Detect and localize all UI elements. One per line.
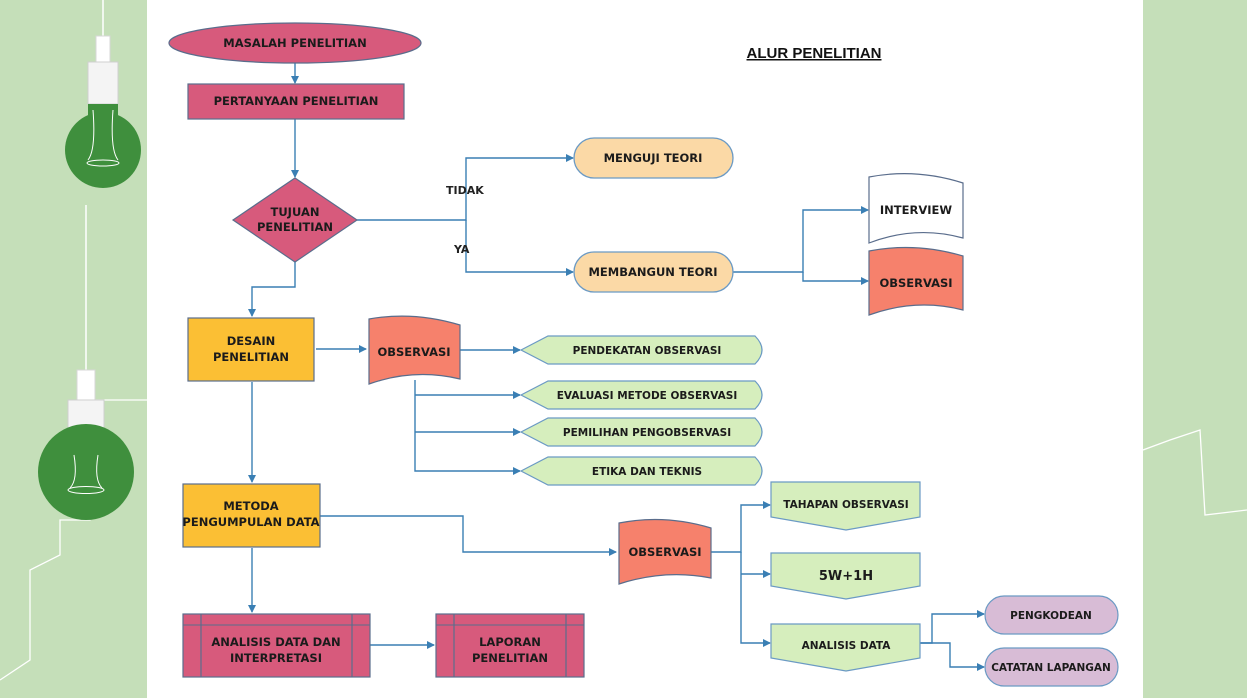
svg-text:PENELITIAN: PENELITIAN [472,651,548,665]
svg-text:INTERPRETASI: INTERPRETASI [230,651,322,665]
svg-text:PEMILIHAN PENGOBSERVASI: PEMILIHAN PENGOBSERVASI [563,427,731,439]
svg-text:LAPORAN: LAPORAN [479,635,541,649]
light-bulb-bottom-icon [38,369,134,520]
svg-text:TAHAPAN OBSERVASI: TAHAPAN OBSERVASI [783,499,908,511]
node-tahapan-observasi: TAHAPAN OBSERVASI [770,481,921,531]
node-analisis-data-dan-interpretasi: ANALISIS DATA DAN INTERPRETASI [182,613,371,678]
svg-text:TUJUAN: TUJUAN [271,205,320,219]
node-menguji-teori: MENGUJI TEORI [573,137,734,179]
edge-label-tidak: TIDAK [446,184,484,197]
node-tujuan-penelitian-decision: TUJUAN PENELITIAN [231,177,359,263]
node-observasi-top: OBSERVASI [868,246,964,316]
node-analisis-data: ANALISIS DATA [770,623,921,672]
svg-text:CATATAN LAPANGAN: CATATAN LAPANGAN [991,662,1111,674]
svg-text:PENELITIAN: PENELITIAN [213,350,289,364]
svg-text:MEMBANGUN TEORI: MEMBANGUN TEORI [588,265,717,279]
svg-text:ETIKA DAN TEKNIS: ETIKA DAN TEKNIS [592,466,702,478]
node-masalah-penelitian: MASALAH PENELITIAN [168,22,422,64]
node-metoda-pengumpulan-data: METODA PENGUMPULAN DATA [182,483,321,548]
node-pemilihan-pengobservasi: PEMILIHAN PENGOBSERVASI [519,417,763,447]
node-observasi-mid: OBSERVASI [368,315,461,385]
svg-text:OBSERVASI: OBSERVASI [377,345,450,359]
node-etika-dan-teknis: ETIKA DAN TEKNIS [519,456,763,486]
right-side-panel [1143,0,1247,698]
svg-text:PENDEKATAN OBSERVASI: PENDEKATAN OBSERVASI [573,345,722,357]
connectors [248,62,985,671]
node-laporan-penelitian: LAPORAN PENELITIAN [435,613,585,678]
svg-text:PENGKODEAN: PENGKODEAN [1010,610,1092,622]
svg-text:OBSERVASI: OBSERVASI [628,545,701,559]
node-pendekatan-observasi: PENDEKATAN OBSERVASI [519,335,763,365]
node-5w1h: 5W+1H [770,552,921,600]
svg-text:ANALISIS DATA DAN: ANALISIS DATA DAN [211,635,340,649]
svg-text:DESAIN: DESAIN [227,334,276,348]
node-desain-penelitian: DESAIN PENELITIAN [187,317,315,382]
node-evaluasi-metode-observasi: EVALUASI METODE OBSERVASI [519,380,763,410]
svg-text:METODA: METODA [223,499,278,513]
svg-text:5W+1H: 5W+1H [819,569,873,584]
node-pertanyaan-penelitian: PERTANYAAN PENELITIAN [187,83,405,120]
svg-text:PENELITIAN: PENELITIAN [257,220,333,234]
diagram-title: ALUR PENELITIAN [747,45,882,62]
node-catatan-lapangan: CATATAN LAPANGAN [984,647,1119,687]
svg-text:MENGUJI TEORI: MENGUJI TEORI [604,151,703,165]
edge-label-ya: YA [453,243,470,256]
svg-text:MASALAH PENELITIAN: MASALAH PENELITIAN [223,36,366,50]
node-pengkodean: PENGKODEAN [984,595,1119,635]
left-side-panel [0,0,147,698]
node-interview: INTERVIEW [868,173,964,244]
svg-text:PENGUMPULAN DATA: PENGUMPULAN DATA [182,515,319,529]
svg-text:PERTANYAAN PENELITIAN: PERTANYAAN PENELITIAN [214,94,379,108]
node-observasi-low: OBSERVASI [618,518,712,585]
svg-text:INTERVIEW: INTERVIEW [880,203,952,217]
light-bulb-top-icon [65,0,141,370]
svg-text:OBSERVASI: OBSERVASI [879,276,952,290]
svg-text:EVALUASI METODE OBSERVASI: EVALUASI METODE OBSERVASI [557,390,738,402]
node-membangun-teori: MEMBANGUN TEORI [573,251,734,293]
svg-text:ANALISIS DATA: ANALISIS DATA [802,640,892,652]
